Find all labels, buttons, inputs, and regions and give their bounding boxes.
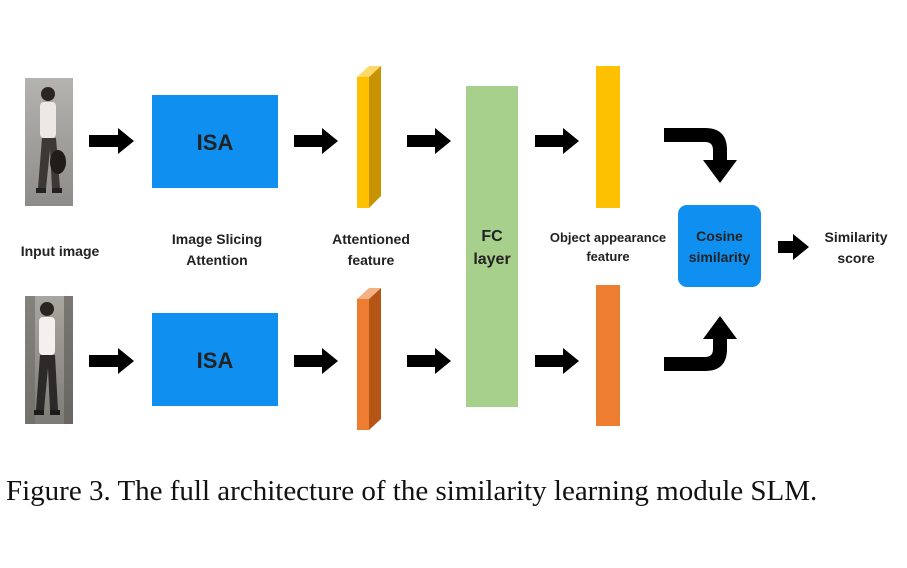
arrow-icon [89, 348, 134, 374]
person-photo-top [25, 78, 73, 206]
arrow-icon [535, 348, 579, 374]
elbow-down-arrow-icon [664, 128, 737, 183]
attentioned-feature-label-line2: feature [348, 252, 395, 268]
fc-layer-label-line1: FC [481, 228, 503, 245]
figure-caption: Figure 3. The full architecture of the s… [6, 475, 818, 507]
person-photo-bottom [25, 296, 73, 424]
arrow-group [89, 128, 809, 374]
isa-box-top-label: ISA [197, 130, 234, 155]
isa-box-bottom-label: ISA [197, 348, 234, 373]
attentioned-feature-label-line1: Attentioned [332, 231, 410, 247]
object-appearance-feature-label-line1: Object appearance [550, 230, 666, 245]
arrow-icon [778, 234, 809, 260]
object-appearance-feature-top [596, 66, 620, 208]
object-appearance-feature-bottom [596, 285, 620, 426]
image-slicing-attention-label-line2: Attention [186, 252, 247, 268]
attentioned-feature-top [357, 66, 381, 208]
arrow-icon [294, 348, 338, 374]
isa-box-bottom [152, 313, 278, 406]
cosine-similarity-label-line2: similarity [689, 249, 751, 265]
similarity-score-label-line1: Similarity [824, 229, 887, 245]
arrow-icon [407, 348, 451, 374]
architecture-diagram: ISA ISA FC layer Cosine similarity Input… [21, 66, 888, 430]
object-appearance-feature-label-line2: feature [586, 249, 629, 264]
arrow-icon [407, 128, 451, 154]
fc-layer-label-line2: layer [473, 251, 510, 268]
cosine-similarity-box [678, 205, 761, 287]
elbow-up-arrow-icon [664, 316, 737, 371]
fc-layer-box [466, 86, 518, 407]
attentioned-feature-bottom [357, 288, 381, 430]
isa-box-top [152, 95, 278, 188]
cosine-similarity-label-line1: Cosine [696, 228, 743, 244]
arrow-icon [294, 128, 338, 154]
similarity-score-label-line2: score [837, 250, 875, 266]
input-image-label: Input image [21, 243, 100, 259]
image-slicing-attention-label-line1: Image Slicing [172, 231, 262, 247]
arrow-icon [535, 128, 579, 154]
arrow-icon [89, 128, 134, 154]
